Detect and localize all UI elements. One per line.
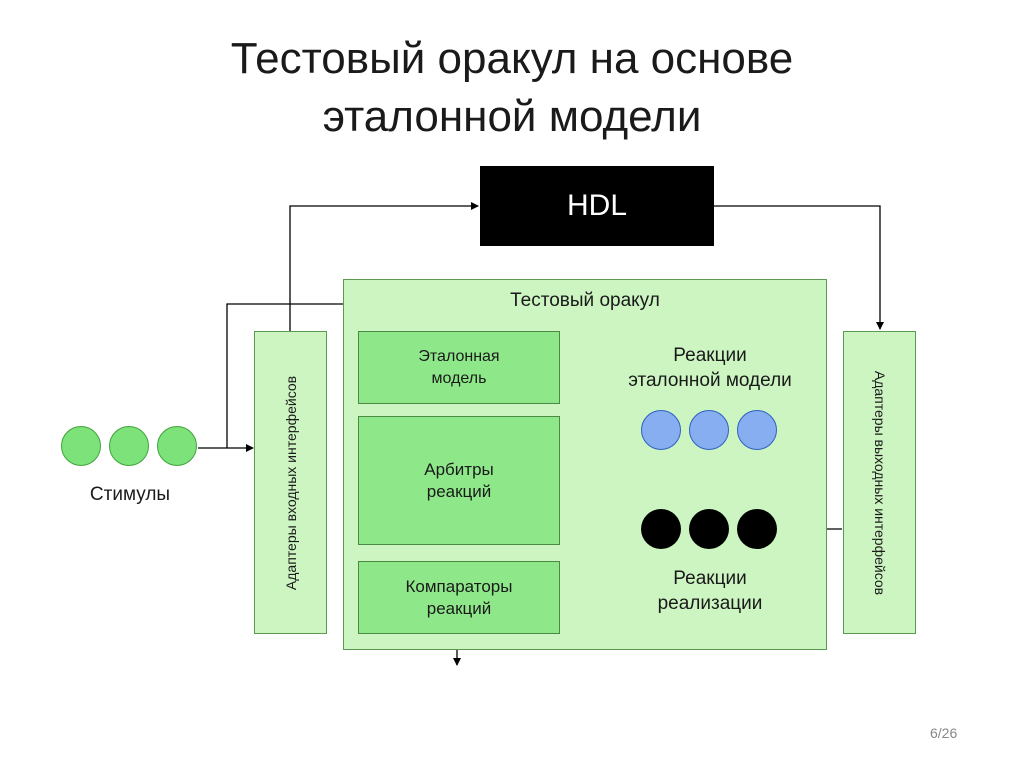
reference-reaction-circle — [641, 410, 681, 450]
hdl-label: HDL — [566, 189, 627, 222]
reference-reactions-line-1: Реакции — [673, 345, 747, 366]
page-number: 6/26 — [930, 725, 958, 741]
comparators-block: Компараторы реакций — [358, 561, 560, 634]
implementation-reactions-line-1: Реакции — [673, 568, 747, 589]
reference-reaction-circle — [689, 410, 729, 450]
implementation-reactions-line-2: реализации — [657, 593, 763, 614]
arrow-adapters-to-hdl — [289, 202, 479, 331]
test-oracle-title: Тестовый оракул — [510, 290, 660, 311]
stimulus-circle — [157, 426, 197, 466]
arbiters-line-2: реакций — [426, 481, 492, 501]
page-title: Тестовый оракул на основе эталонной моде… — [0, 30, 1024, 146]
title-line-2: эталонной модели — [322, 92, 702, 141]
hdl-block: HDL — [480, 166, 714, 246]
implementation-reaction-circle — [737, 509, 777, 549]
output-adapters-block: Адаптеры выходных интерфейсов — [843, 331, 916, 634]
title-line-1: Тестовый оракул на основе — [230, 34, 794, 83]
output-adapters-label: Адаптеры выходных интерфейсов — [871, 370, 888, 595]
implementation-reaction-circle — [641, 509, 681, 549]
input-adapters-block: Адаптеры входных интерфейсов — [254, 331, 327, 634]
stimulus-circle — [61, 426, 101, 466]
implementation-reactions-label: Реакции реализации — [590, 566, 830, 616]
reference-reactions-label: Реакции эталонной модели — [590, 343, 830, 393]
input-adapters-label: Адаптеры входных интерфейсов — [282, 375, 299, 590]
reference-model-block: Эталонная модель — [358, 331, 560, 404]
arrow-hdl-to-output-adapters — [714, 205, 884, 330]
implementation-reaction-circle — [689, 509, 729, 549]
reference-model-line-2: модель — [431, 369, 487, 387]
reference-model-line-1: Эталонная — [418, 347, 500, 365]
reference-reaction-circle — [737, 410, 777, 450]
comparators-line-2: реакций — [426, 598, 492, 618]
arbiters-block: Арбитры реакций — [358, 416, 560, 545]
stimulus-circle — [109, 426, 149, 466]
arbiters-line-1: Арбитры — [424, 459, 494, 479]
reference-reactions-line-2: эталонной модели — [628, 370, 792, 391]
stimuli-label: Стимулы — [89, 484, 171, 505]
comparators-line-1: Компараторы — [405, 576, 513, 596]
